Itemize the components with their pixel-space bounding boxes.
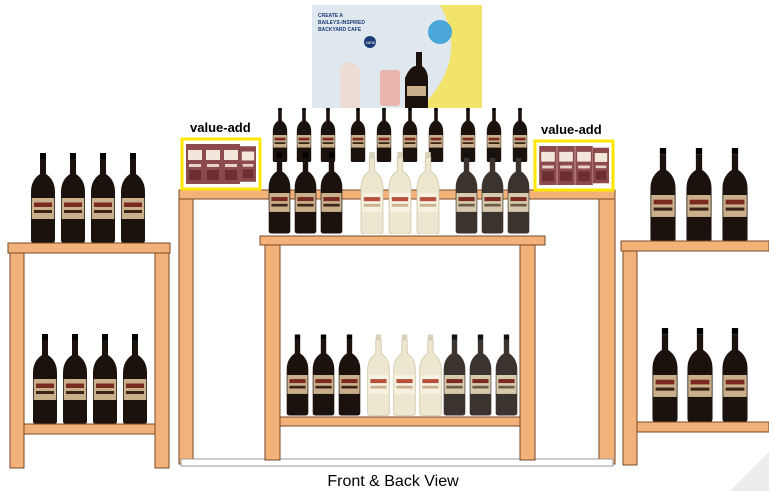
promo-poster: CREATE A BAILEYS-INSPIRED BACKYARD CAFE …: [312, 5, 482, 108]
page-corner-icon: [730, 452, 769, 491]
left-leg-right: [154, 252, 170, 469]
inner-bottom-bottles: [286, 333, 518, 417]
inner-bottom-shelf: [279, 416, 521, 427]
poster-badge-icon: [364, 36, 376, 48]
right-bottom-shelf: [636, 421, 769, 433]
left-leg-left: [9, 252, 25, 469]
inner-table-top: [259, 235, 546, 246]
right-top-shelf: [620, 240, 769, 252]
right-side-unit: [620, 148, 769, 466]
value-add-label-left: value-add: [190, 120, 251, 135]
center-leg-right: [598, 198, 616, 465]
value-add-left: [180, 137, 262, 191]
left-bottom-bottles: [33, 334, 147, 424]
inner-leg-right: [519, 244, 536, 461]
poster-headline-2: BAILEYS-INSPIRED: [318, 20, 365, 26]
value-add-label-right: value-add: [541, 122, 602, 137]
poster-headline-3: BACKYARD CAFE: [318, 27, 362, 33]
top-tier-front-bottles: [268, 152, 530, 234]
right-top-bottles: [650, 148, 748, 242]
left-top-bottles: [31, 153, 145, 243]
center-unit: value-add value-add: [178, 108, 616, 467]
center-leg-left: [178, 198, 194, 465]
pack-icon: [186, 144, 204, 184]
left-top-shelf: [7, 242, 171, 254]
view-caption: Front & Back View: [327, 473, 459, 490]
value-add-right: [533, 139, 615, 192]
left-side-unit: [7, 153, 171, 469]
center-base: [180, 458, 614, 467]
poster-headline-1: CREATE A: [318, 13, 343, 19]
poster-badge: NEW: [366, 40, 376, 45]
left-bottom-shelf: [23, 423, 156, 435]
right-leg-left: [622, 250, 638, 466]
inner-leg-left: [264, 244, 281, 461]
right-bottom-bottles: [652, 328, 748, 422]
